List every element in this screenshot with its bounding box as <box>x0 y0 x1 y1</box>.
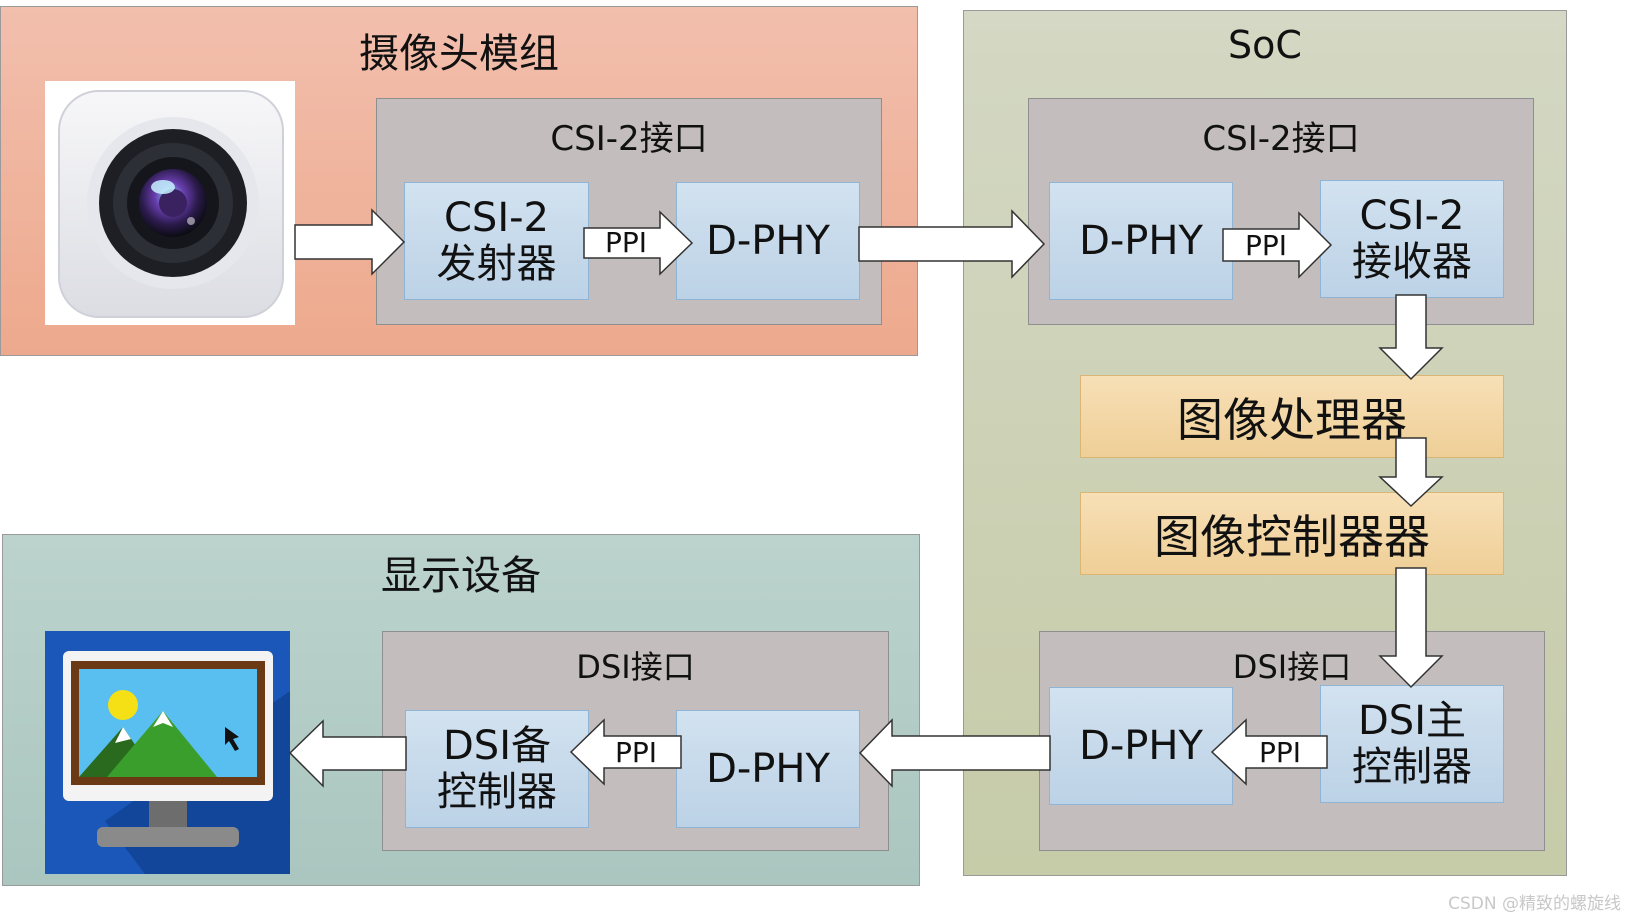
soc-csi2-interface-title: CSI-2接口 <box>1202 119 1360 159</box>
dsi-device-line1: DSI备 <box>443 723 551 769</box>
display-dphy-block: D-PHY <box>676 710 860 828</box>
csi2-transmitter-line1: CSI-2 <box>444 195 549 241</box>
arrow-camera-to-soc <box>858 209 1046 279</box>
arrow-ppi-dphy-to-device <box>569 718 682 786</box>
arrow-camera-to-tx <box>294 208 406 276</box>
csi2-receiver-line2: 接收器 <box>1352 239 1472 285</box>
image-processor-block: 图像处理器 <box>1080 375 1504 458</box>
dsi-host-line1: DSI主 <box>1358 698 1466 744</box>
arrow-rx-to-processor <box>1378 294 1444 381</box>
soc-csi-dphy-label: D-PHY <box>1079 218 1203 264</box>
csi2-receiver-block: CSI-2 接收器 <box>1320 180 1504 298</box>
arrow-processor-to-controller <box>1378 437 1444 508</box>
dsi-device-controller-block: DSI备 控制器 <box>405 710 589 828</box>
display-device-title: 显示设备 <box>381 553 541 599</box>
watermark: CSDN @精致的螺旋线 <box>1448 894 1621 914</box>
ppi-label-display-dsi: PPI <box>614 736 658 769</box>
arrow-ppi-dphy-to-rx <box>1222 211 1333 279</box>
image-controller-label: 图像控制器器 <box>1154 509 1430 564</box>
dsi-device-line2: 控制器 <box>437 769 557 815</box>
camera-module-title: 摄像头模组 <box>359 31 559 77</box>
monitor-icon <box>45 631 290 874</box>
display-dphy-label: D-PHY <box>706 746 830 792</box>
ppi-label-soc-csi: PPI <box>1244 229 1288 262</box>
csi2-receiver-line1: CSI-2 <box>1359 193 1465 239</box>
arrow-controller-to-host <box>1378 567 1444 689</box>
soc-dsi-dphy-label: D-PHY <box>1079 723 1203 769</box>
soc-csi-dphy-block: D-PHY <box>1049 182 1233 300</box>
arrow-ppi-tx-to-dphy <box>583 210 694 276</box>
image-processor-label: 图像处理器 <box>1177 392 1407 447</box>
display-dsi-interface-title: DSI接口 <box>576 648 695 686</box>
arrow-ppi-host-to-dphy <box>1210 718 1328 786</box>
csi2-transmitter-block: CSI-2 发射器 <box>404 182 589 300</box>
dsi-host-line2: 控制器 <box>1352 744 1472 790</box>
camera-icon <box>45 81 295 325</box>
soc-dsi-interface-title: DSI接口 <box>1232 648 1352 686</box>
ppi-label-camera: PPI <box>604 226 648 259</box>
arrow-soc-to-display <box>858 718 1051 788</box>
soc-title: SoC <box>1228 23 1302 67</box>
dsi-host-controller-block: DSI主 控制器 <box>1320 685 1504 803</box>
arrow-device-to-monitor <box>288 719 407 788</box>
ppi-label-soc-dsi: PPI <box>1258 736 1302 769</box>
csi2-transmitter-line2: 发射器 <box>436 241 557 287</box>
camera-csi2-interface-title: CSI-2接口 <box>550 119 708 159</box>
camera-dphy-label: D-PHY <box>706 218 830 264</box>
image-controller-block: 图像控制器器 <box>1080 492 1504 575</box>
camera-dphy-block: D-PHY <box>676 182 860 300</box>
